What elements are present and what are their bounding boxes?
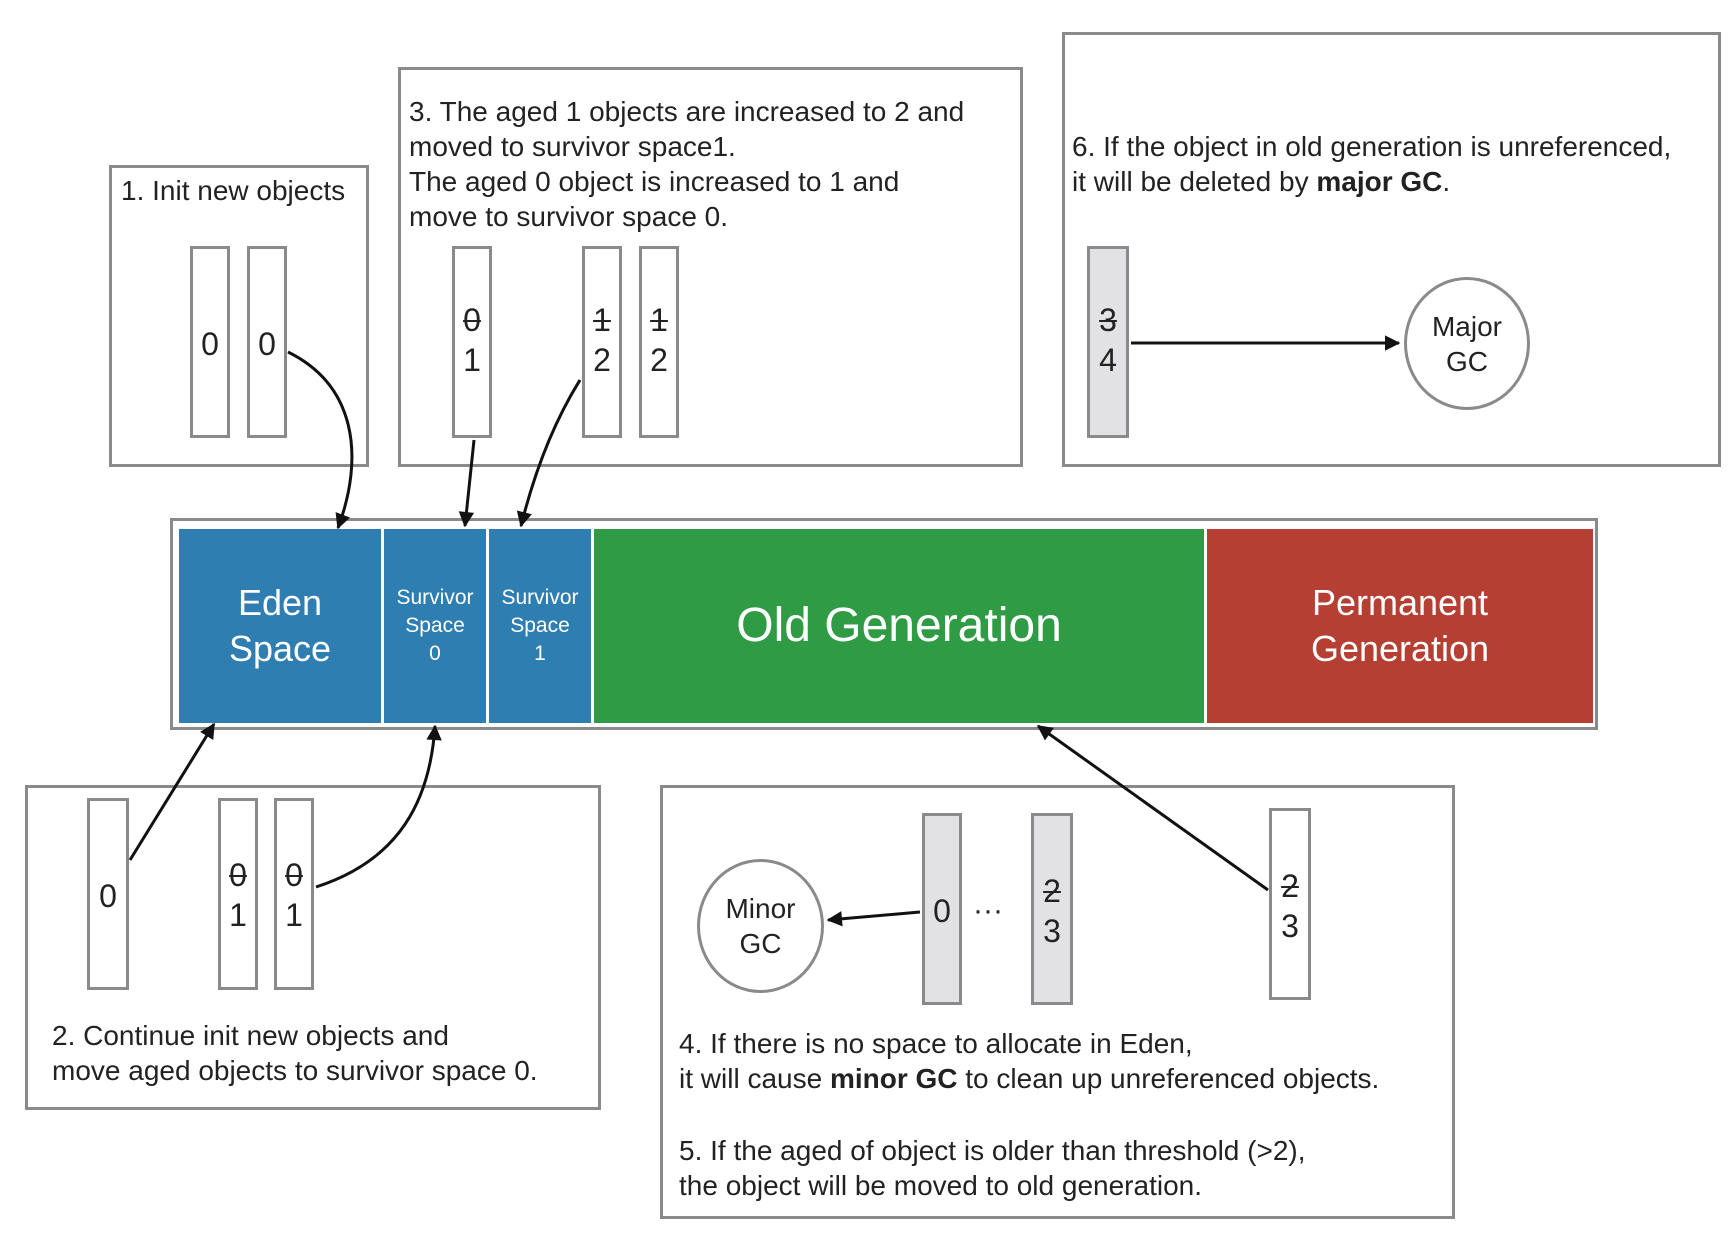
object-new-age: 1	[285, 897, 303, 933]
object-new-age: 3	[1043, 913, 1061, 949]
object-old-age: 2	[1043, 873, 1061, 909]
step2-caption: 2. Continue init new objects and move ag…	[52, 1020, 538, 1086]
old-generation-label: Old Generation	[736, 599, 1062, 652]
survivor-space-0: Survivor Space 0	[384, 529, 486, 723]
object-old-age: 3	[1099, 302, 1117, 338]
object-new-age: 2	[650, 342, 668, 378]
step3-panel	[398, 67, 1023, 467]
survivor-space-1: Survivor Space 1	[489, 529, 591, 723]
object-old-age: 1	[650, 302, 668, 338]
step3-object-a: 0 1	[452, 246, 492, 438]
step4-object-aged: 2 3	[1031, 813, 1073, 1005]
step1-panel	[109, 165, 369, 467]
eden-space: Eden Space	[179, 529, 381, 723]
minor-gc-circle: Minor GC	[697, 859, 824, 993]
step1-caption: 1. Init new objects	[121, 175, 346, 206]
step2-object-c: 0 1	[274, 798, 314, 990]
permanent-generation-label: Permanent Generation	[1310, 582, 1490, 669]
survivor-space-0-label: Survivor Space 0	[396, 586, 474, 665]
object-new-age: 4	[1099, 342, 1117, 378]
step6-caption: 6. If the object in old generation is un…	[1072, 131, 1672, 197]
step4-caption: 4. If there is no space to allocate in E…	[679, 1028, 1380, 1094]
object-old-age: 2	[1281, 868, 1299, 904]
step3-caption: 3. The aged 1 objects are increased to 2…	[409, 96, 965, 232]
object-age: 0	[933, 893, 951, 929]
minor-gc-label: Minor GC	[725, 893, 796, 959]
object-new-age: 2	[593, 342, 611, 378]
step5-object: 2 3	[1269, 808, 1311, 1000]
eden-space-label: Eden Space	[228, 582, 332, 669]
object-old-age: 0	[285, 857, 303, 893]
step6-panel	[1062, 32, 1721, 467]
object-old-age: 0	[229, 857, 247, 893]
object-age: 0	[99, 878, 117, 914]
permanent-generation: Permanent Generation	[1207, 529, 1593, 723]
object-age: 0	[201, 326, 219, 362]
object-old-age: 1	[593, 302, 611, 338]
object-ellipsis: ···	[973, 894, 1003, 927]
object-new-age: 3	[1281, 908, 1299, 944]
survivor-space-1-label: Survivor Space 1	[501, 586, 579, 665]
major-gc-circle: Major GC	[1404, 277, 1530, 410]
step3-object-c: 1 2	[639, 246, 679, 438]
object-old-age: 0	[463, 302, 481, 338]
step2-object-a: 0	[87, 798, 129, 990]
object-new-age: 1	[229, 897, 247, 933]
step1-object-a: 0	[190, 246, 230, 438]
step4-object-young: 0	[922, 813, 962, 1005]
step1-object-b: 0	[247, 246, 287, 438]
step6-object: 3 4	[1087, 246, 1129, 438]
step5-caption: 5. If the aged of object is older than t…	[679, 1135, 1306, 1201]
object-new-age: 1	[463, 342, 481, 378]
old-generation: Old Generation	[594, 529, 1204, 723]
heap-memory-bar: Eden Space Survivor Space 0 Survivor Spa…	[170, 518, 1598, 730]
major-gc-label: Major GC	[1431, 310, 1502, 377]
object-age: 0	[258, 326, 276, 362]
step3-object-b: 1 2	[582, 246, 622, 438]
step2-object-b: 0 1	[218, 798, 258, 990]
